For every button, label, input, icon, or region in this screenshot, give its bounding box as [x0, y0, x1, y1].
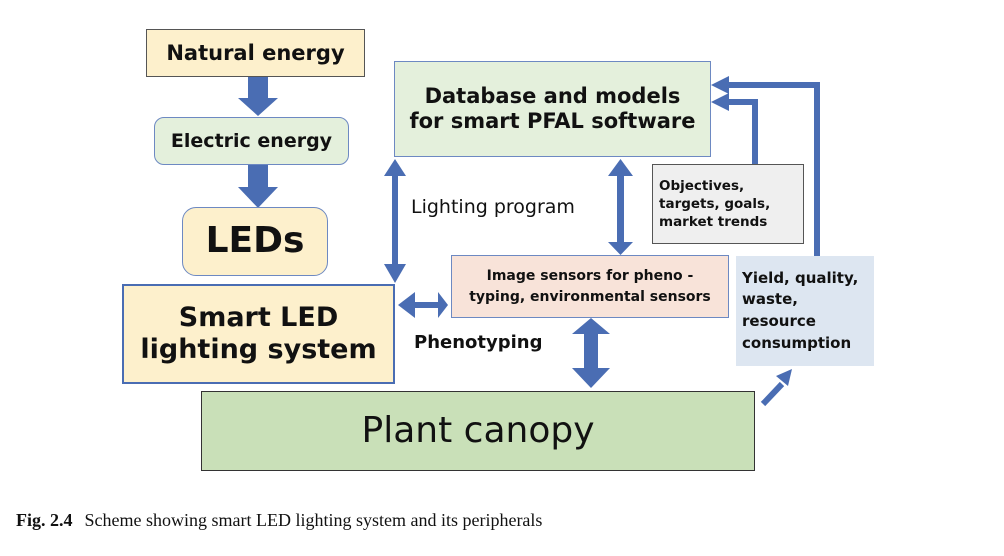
database-line-1: Database and models: [424, 84, 681, 109]
database-models-box: Database and models for smart PFAL softw…: [394, 61, 711, 157]
smart-led-lighting-system-box: Smart LED lighting system: [122, 284, 395, 384]
arrow-electric-to-leds: [238, 164, 278, 208]
smart-led-line-2: lighting system: [140, 334, 377, 365]
figure-caption: Fig. 2.4 Scheme showing smart LED lightin…: [16, 510, 542, 531]
natural-energy-label: Natural energy: [166, 40, 345, 65]
leds-label: LEDs: [205, 220, 305, 262]
arrow-sensors-canopy: [572, 318, 610, 388]
phenotyping-label: Phenotyping: [414, 332, 543, 353]
yield-line-3: resource: [742, 312, 816, 330]
plant-canopy-box: Plant canopy: [201, 391, 755, 471]
objectives-line-3: market trends: [659, 214, 768, 231]
arrow-natural-to-electric: [238, 76, 278, 116]
leds-box: LEDs: [182, 207, 328, 276]
plant-canopy-label: Plant canopy: [361, 409, 595, 451]
yield-quality-box: Yield, quality, waste, resource consumpt…: [736, 256, 874, 366]
yield-line-1: Yield, quality,: [742, 268, 859, 287]
natural-energy-box: Natural energy: [146, 29, 365, 77]
image-sensors-box: Image sensors for pheno - typing, enviro…: [451, 255, 729, 318]
arrow-objectives-to-database: [728, 99, 758, 164]
arrow-database-smartled: [384, 159, 406, 283]
yield-line-2: waste,: [742, 290, 798, 309]
objectives-line-1: Objectives,: [659, 177, 745, 194]
objectives-box: Objectives, targets, goals, market trend…: [652, 164, 804, 244]
lighting-program-label: Lighting program: [411, 196, 575, 218]
yield-line-4: consumption: [742, 333, 852, 352]
electric-energy-label: Electric energy: [170, 129, 333, 152]
arrow-yield-to-database: [728, 82, 820, 258]
figure-caption-label: Fig. 2.4: [16, 510, 73, 530]
arrow-objectives-head: [711, 93, 729, 111]
objectives-line-2: targets, goals,: [659, 195, 771, 212]
arrow-database-sensors: [608, 159, 633, 255]
sensors-line-2: typing, environmental sensors: [469, 288, 711, 305]
electric-energy-box: Electric energy: [154, 117, 349, 165]
arrow-smartled-sensors: [398, 292, 448, 318]
database-line-2: for smart PFAL software: [409, 109, 696, 133]
figure-caption-text: Scheme showing smart LED lighting system…: [84, 510, 543, 530]
sensors-line-1: Image sensors for pheno -: [486, 267, 694, 284]
arrow-yield-head: [711, 76, 729, 94]
smart-led-line-1: Smart LED: [178, 302, 339, 334]
arrow-canopy-to-yield: [760, 369, 792, 407]
